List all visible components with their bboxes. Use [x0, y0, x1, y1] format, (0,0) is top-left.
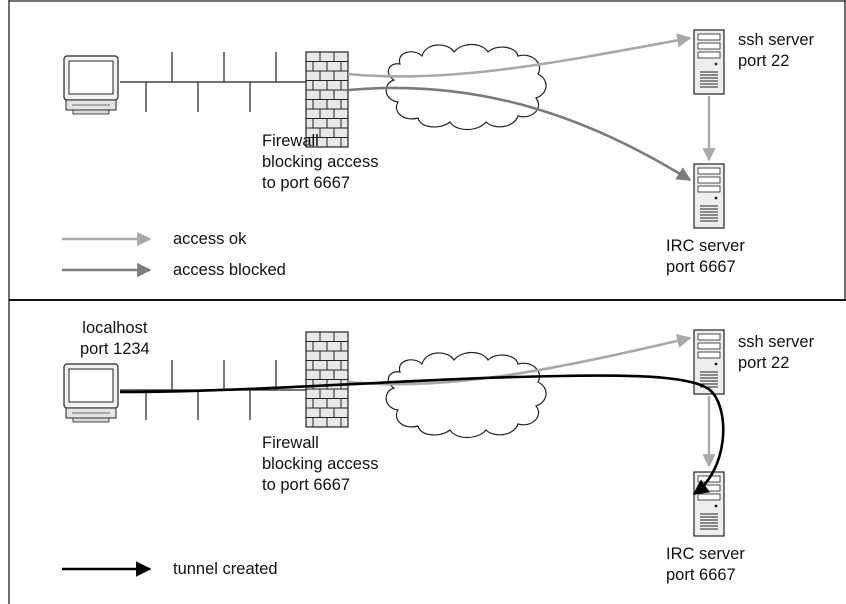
tower-server-icon	[693, 163, 725, 229]
ssh-server-label-line: port 22	[738, 52, 790, 70]
irc-server-label: IRC server port 6667	[666, 544, 745, 586]
ssh-server-label: ssh server port 22	[738, 30, 814, 72]
irc-server-label-line: IRC server	[666, 237, 745, 255]
irc-server-label: IRC server port 6667	[666, 236, 745, 278]
legend-tunnel-created-label: tunnel created	[173, 560, 278, 578]
tower-server-icon	[693, 29, 725, 95]
top-panel	[62, 29, 725, 278]
ssh-server-label-line: port 22	[738, 354, 790, 372]
access-ok-arrow	[347, 33, 692, 78]
diagram-frame	[8, 0, 846, 604]
firewall-label-line: blocking access	[262, 455, 379, 473]
legend-access-ok-label: access ok	[173, 230, 247, 248]
bottom-panel	[62, 329, 725, 577]
irc-server-label-line: port 6667	[666, 258, 736, 276]
firewall-label-line: to port 6667	[262, 476, 351, 494]
localhost-label-line: localhost	[82, 319, 148, 337]
firewall-label: Firewall blocking access to port 6667	[262, 131, 378, 194]
irc-server-label-line: IRC server	[666, 545, 745, 563]
firewall-label-line: Firewall	[262, 434, 319, 452]
ssh-server-label-line: ssh server	[738, 333, 815, 351]
firewall-label-line: Firewall	[262, 132, 319, 150]
desktop-computer-icon	[63, 55, 119, 115]
brick-wall-icon	[305, 331, 349, 428]
access-blocked-arrow	[347, 86, 692, 182]
ssh-server-label: ssh server port 22	[738, 332, 814, 374]
cloud-icon	[385, 351, 547, 439]
network-bus	[120, 52, 306, 112]
ssh-server-label-line: ssh server	[738, 31, 815, 49]
localhost-label-line: port 1234	[80, 340, 150, 358]
firewall-label: Firewall blocking access to port 6667	[262, 433, 378, 496]
localhost-label: localhost port 1234	[80, 318, 150, 360]
ssh-access-arrow	[347, 333, 692, 386]
firewall-label-line: blocking access	[262, 153, 379, 171]
tower-server-icon	[693, 471, 725, 537]
legend-access-blocked-label: access blocked	[173, 261, 286, 279]
firewall-label-line: to port 6667	[262, 174, 351, 192]
tunnel-arrow	[119, 374, 725, 496]
desktop-computer-icon	[63, 363, 119, 423]
irc-server-label-line: port 6667	[666, 566, 736, 584]
